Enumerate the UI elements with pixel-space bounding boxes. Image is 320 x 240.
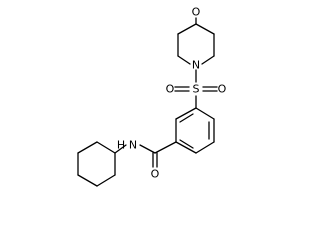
bond xyxy=(154,141,177,154)
atom-s-sulfonyl: S xyxy=(193,83,200,96)
atom-labels: O N S O O O N H xyxy=(117,6,227,181)
cyclohexane-ring xyxy=(77,141,116,187)
atom-o-sulfonyl-right: O xyxy=(218,83,227,96)
morpholine-ring xyxy=(177,17,215,65)
atom-n-morpholine: N xyxy=(192,59,200,72)
bond xyxy=(177,55,191,65)
bond xyxy=(77,141,98,154)
benzene-ring xyxy=(175,107,215,154)
bond xyxy=(195,107,215,120)
atom-h-amide: H xyxy=(117,139,125,152)
atom-o-morpholine: O xyxy=(192,6,201,19)
bond xyxy=(201,55,215,65)
bond xyxy=(96,141,116,154)
atom-o-sulfonyl-left: O xyxy=(166,83,175,96)
amide-group xyxy=(114,141,177,168)
atom-o-carbonyl: O xyxy=(151,168,160,181)
bond xyxy=(179,139,194,149)
bond xyxy=(195,141,215,154)
bond xyxy=(175,141,197,154)
bond xyxy=(177,23,197,35)
bond xyxy=(114,144,127,154)
bond xyxy=(175,107,197,120)
bond xyxy=(96,174,116,187)
sulfonyl-group xyxy=(174,86,218,109)
bond xyxy=(179,113,194,123)
atom-n-amide: N xyxy=(129,139,137,152)
bond xyxy=(195,23,215,35)
molecule-structure: O N S O O O N H xyxy=(77,6,227,187)
bond xyxy=(77,174,98,187)
bond xyxy=(139,144,156,154)
